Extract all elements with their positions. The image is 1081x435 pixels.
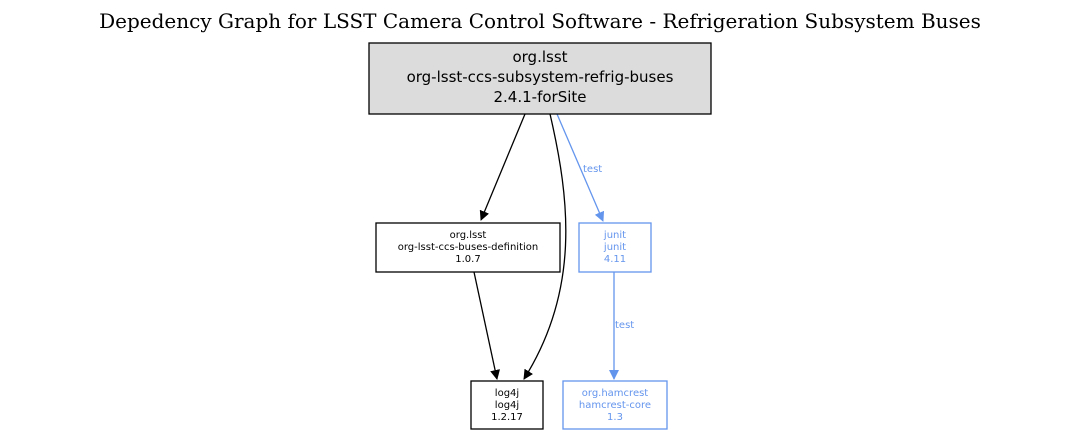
graph-title: Depedency Graph for LSST Camera Control …	[99, 9, 981, 33]
edge-label-root-junit: test	[583, 164, 602, 175]
node-group: org.lsst	[450, 230, 487, 241]
node-version: 1.3	[607, 412, 623, 423]
node-buses-definition[interactable]: org.lsst org-lsst-ccs-buses-definition 1…	[375, 222, 561, 273]
node-version: 1.2.17	[491, 412, 523, 423]
edge-root-to-log4j	[523, 113, 567, 380]
node-group: org.hamcrest	[582, 388, 649, 399]
node-version: 2.4.1-forSite	[493, 88, 586, 106]
node-log4j[interactable]: log4j log4j 1.2.17	[470, 380, 544, 430]
node-version: 1.0.7	[455, 254, 480, 265]
node-version: 4.11	[604, 254, 626, 265]
node-artifact: org-lsst-ccs-buses-definition	[398, 242, 539, 253]
node-group: junit	[603, 230, 626, 241]
node-artifact: hamcrest-core	[579, 400, 651, 411]
node-group: org.lsst	[512, 48, 567, 66]
node-junit[interactable]: junit junit 4.11	[578, 222, 652, 273]
edge-buses-definition-to-log4j	[473, 271, 500, 380]
edge-root-to-junit	[556, 113, 605, 222]
node-artifact: org-lsst-ccs-subsystem-refrig-buses	[407, 68, 674, 86]
node-artifact: log4j	[495, 400, 519, 411]
node-group: log4j	[495, 388, 519, 399]
edge-root-to-buses-definition	[479, 113, 526, 221]
edge-label-junit-hamcrest: test	[615, 320, 634, 331]
node-hamcrest[interactable]: org.hamcrest hamcrest-core 1.3	[562, 380, 668, 430]
node-root[interactable]: org.lsst org-lsst-ccs-subsystem-refrig-b…	[368, 42, 712, 115]
edges: test test	[473, 113, 634, 380]
node-artifact: junit	[603, 242, 626, 253]
